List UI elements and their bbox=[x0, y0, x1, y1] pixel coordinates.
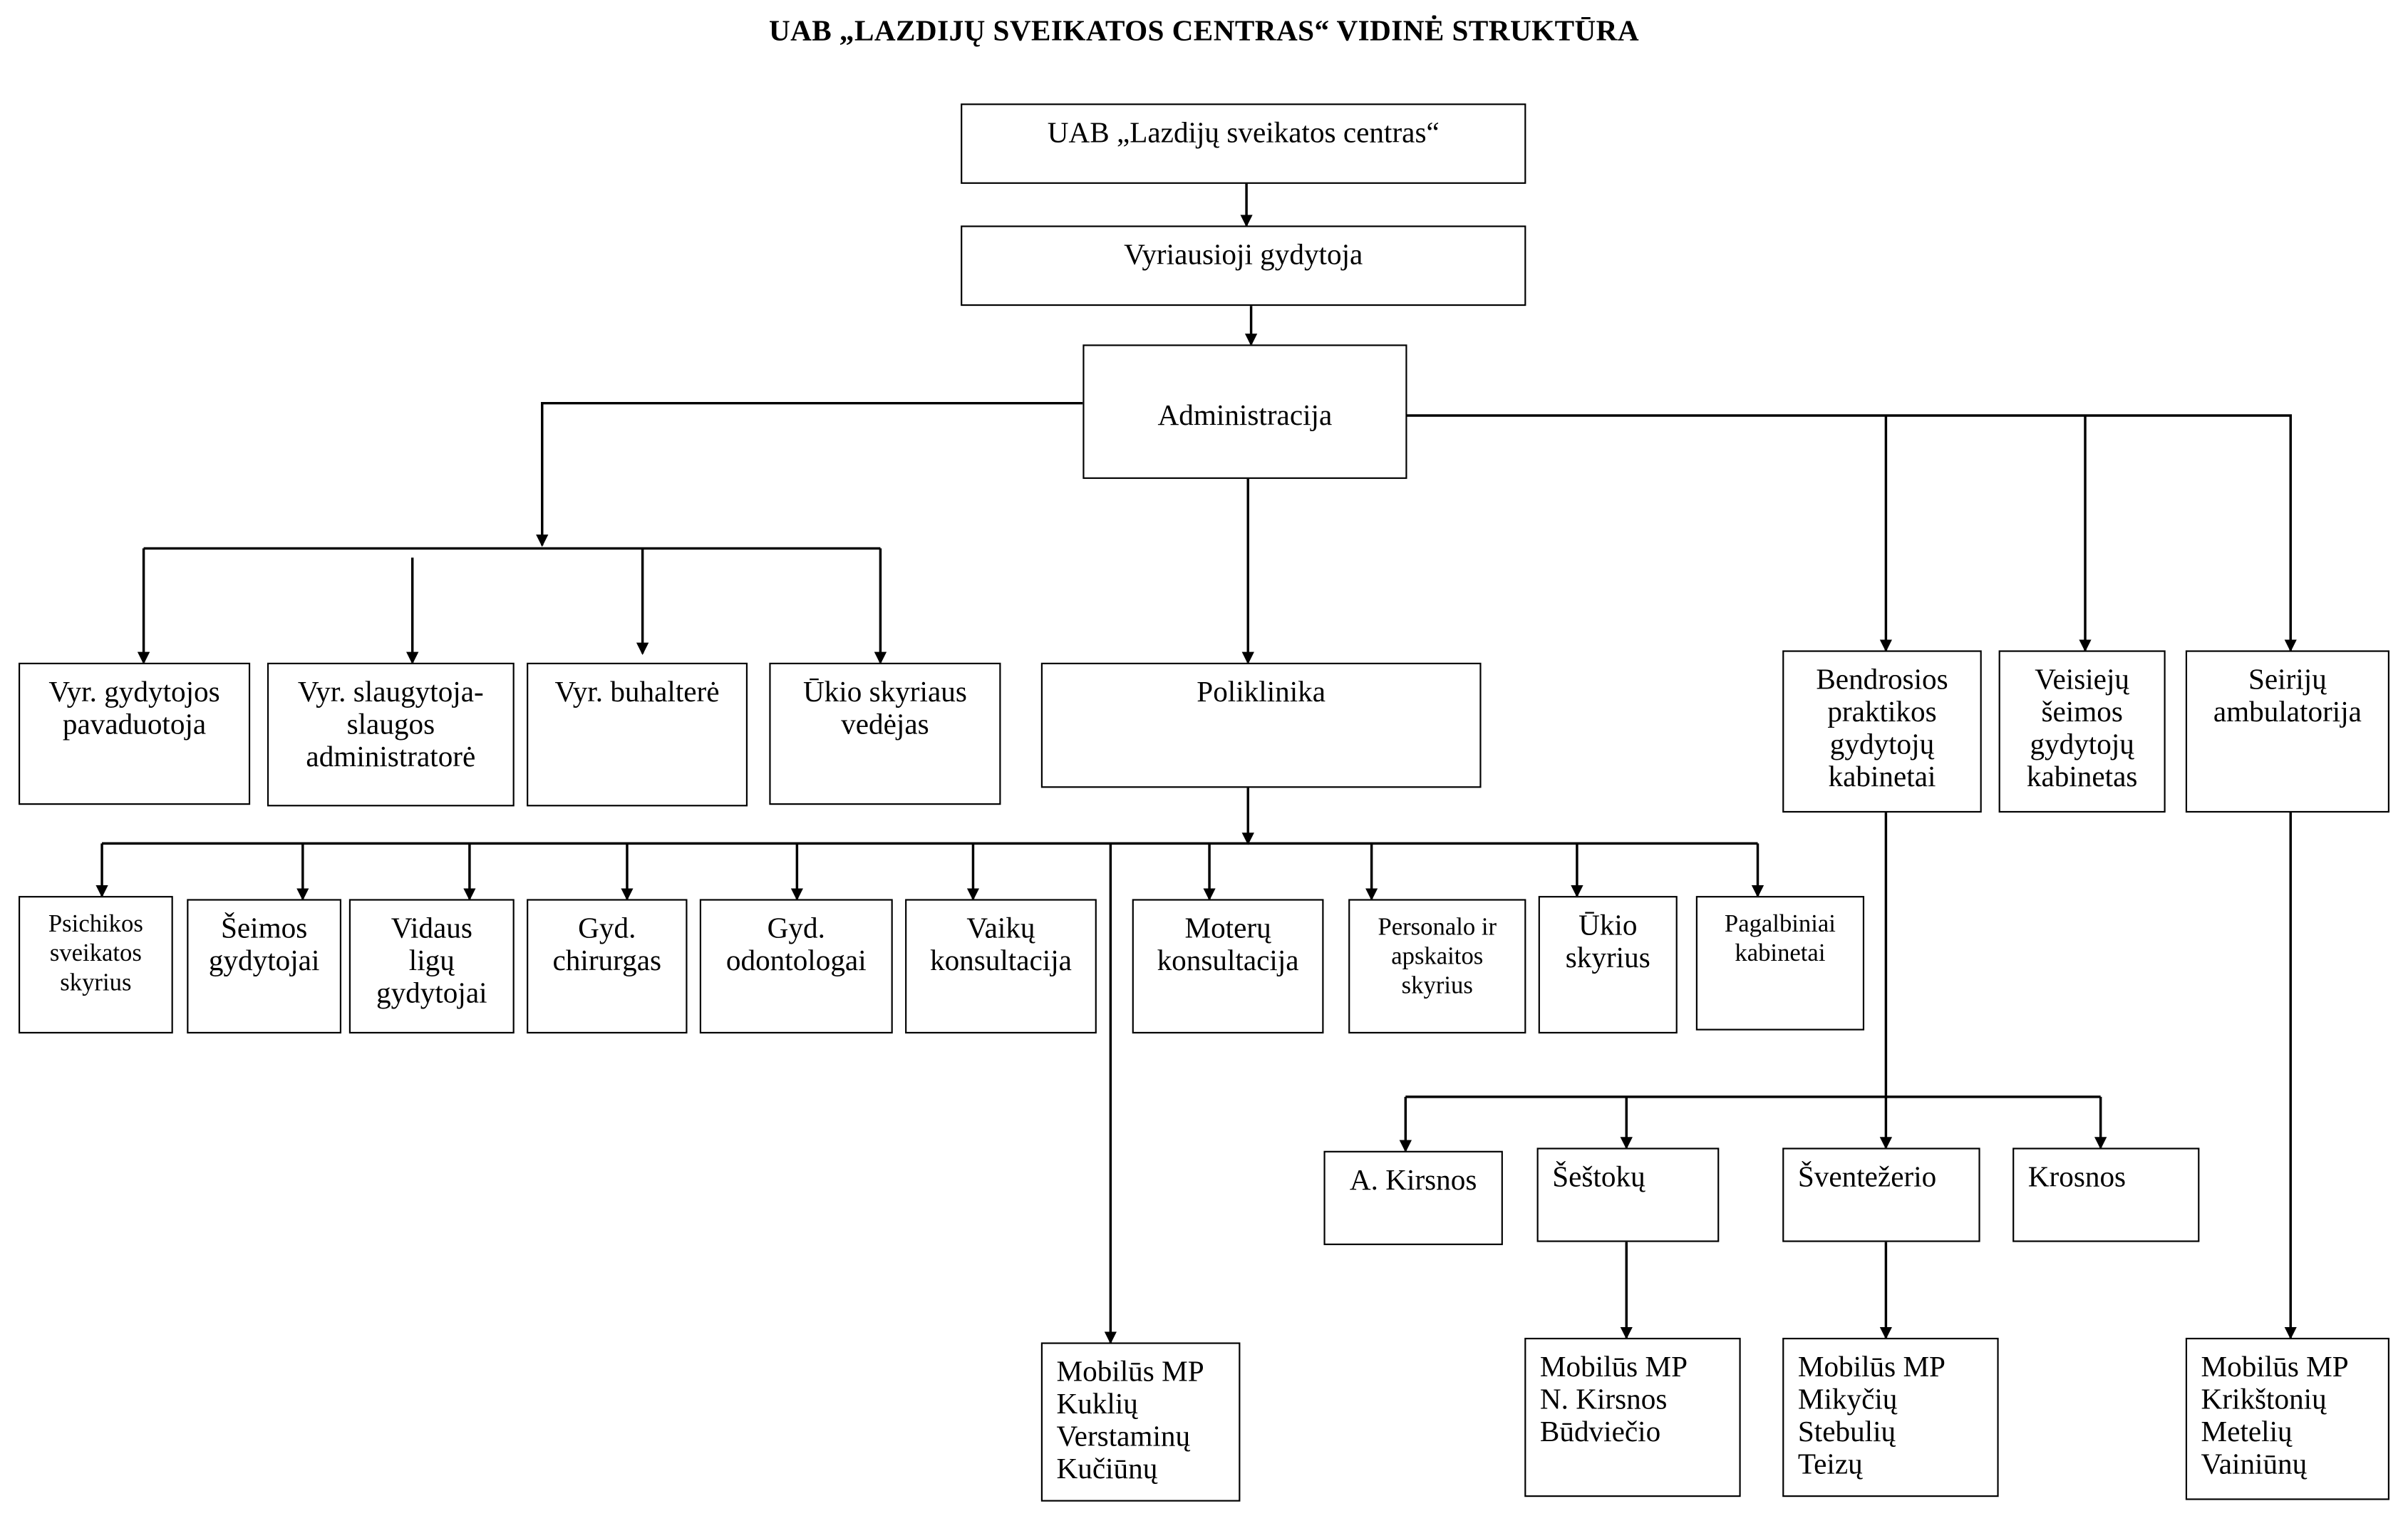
node-label-line: Vyr. buhalterė bbox=[554, 676, 720, 709]
node-label-line: Vyr. gydytojos bbox=[48, 676, 220, 709]
node-label-line: Vainiūnų bbox=[2201, 1449, 2308, 1482]
node-label-line: konsultacija bbox=[1157, 945, 1299, 978]
node-label-line: Kučiūnų bbox=[1056, 1453, 1158, 1487]
node-polyclinic: Poliklinika bbox=[1040, 662, 1482, 788]
node-label-line: A. Kirsnos bbox=[1349, 1165, 1477, 1197]
node-label-line: Veisiejų bbox=[2035, 664, 2129, 697]
node-label-line: skyrius bbox=[1565, 942, 1650, 975]
node-label-line: Gyd. bbox=[578, 912, 636, 946]
node-label-line: vedėjas bbox=[841, 708, 929, 742]
node-label-line: Kuklių bbox=[1056, 1388, 1138, 1422]
node-label-line: chirurgas bbox=[552, 945, 662, 978]
node-label-line: kabinetas bbox=[2026, 761, 2138, 795]
node-label-line: pavaduotoja bbox=[62, 708, 207, 742]
node-label-line: Bendrosios bbox=[1816, 664, 1948, 697]
node-label-line: sveikatos bbox=[49, 940, 142, 967]
node-label-line: gydytojų bbox=[1829, 729, 1935, 762]
node-label-line: skyrius bbox=[60, 970, 132, 996]
node-label-line: Verstaminų bbox=[1056, 1421, 1191, 1454]
node-label-line: kabinetai bbox=[1828, 761, 1936, 795]
node-administration: Administracija bbox=[1082, 344, 1407, 479]
node-label-line: Personalo ir bbox=[1378, 914, 1497, 941]
node-label-line: Mobilūs MP bbox=[1797, 1351, 1945, 1384]
node-label-line: N. Kirsnos bbox=[1539, 1383, 1668, 1417]
node-label-line: Vyriausioji gydytoja bbox=[1124, 239, 1363, 272]
node-label-line: Gyd. bbox=[767, 912, 825, 946]
node-label-line: apskaitos bbox=[1391, 944, 1484, 971]
node-label-line: Ūkio bbox=[1578, 909, 1638, 943]
node-label-line: Mobilūs MP bbox=[1539, 1351, 1688, 1384]
node-label-line: Šeštokų bbox=[1552, 1161, 1645, 1195]
node-sventezeris: Šventežerio bbox=[1782, 1148, 1980, 1242]
node-label-line: Ūkio skyriaus bbox=[802, 676, 967, 709]
node-label-line: Vaikų bbox=[966, 912, 1035, 946]
node-label-line: Metelių bbox=[2201, 1416, 2293, 1450]
node-label-line: Psichikos bbox=[48, 911, 143, 938]
node-label-line: Mobilūs MP bbox=[2201, 1351, 2349, 1384]
node-label-line: skyrius bbox=[1401, 973, 1473, 1000]
node-label-line: Vyr. slaugytoja- bbox=[297, 676, 484, 709]
node-label-line: Krikštonių bbox=[2201, 1383, 2327, 1417]
node-label-line: kabinetai bbox=[1735, 940, 1826, 967]
node-dentists: Gyd.odontologai bbox=[699, 899, 893, 1033]
node-label-line: Poliklinika bbox=[1197, 676, 1326, 709]
node-label-line: Krosnos bbox=[2027, 1161, 2127, 1195]
node-label-line: Būdviečio bbox=[1539, 1416, 1661, 1450]
node-root: UAB „Lazdijų sveikatos centras“ bbox=[961, 103, 1526, 184]
node-chief-doctor: Vyriausioji gydytoja bbox=[961, 225, 1526, 306]
node-label-line: Seirijų bbox=[2248, 664, 2327, 697]
node-label-line: Teizų bbox=[1797, 1449, 1863, 1482]
node-label-line: Šeimos bbox=[220, 912, 308, 946]
node-label-line: gydytojai bbox=[376, 977, 487, 1011]
node-label-line: praktikos bbox=[1827, 696, 1937, 730]
node-label-line: ligų bbox=[408, 945, 455, 978]
node-label-line: odontologai bbox=[725, 945, 867, 978]
node-label-line: Moterų bbox=[1184, 912, 1271, 946]
node-label-line: Mikyčių bbox=[1797, 1383, 1898, 1417]
node-surgeon: Gyd.chirurgas bbox=[527, 899, 688, 1033]
node-label-line: Šventežerio bbox=[1797, 1161, 1937, 1195]
node-label-line: Pagalbiniai bbox=[1724, 911, 1836, 938]
node-chief-accountant: Vyr. buhalterė bbox=[527, 662, 748, 807]
node-label-line: šeimos bbox=[2041, 696, 2123, 730]
node-label-line: konsultacija bbox=[929, 945, 1072, 978]
node-sestokai: Šeštokų bbox=[1536, 1148, 1720, 1242]
node-label-line: ambulatorija bbox=[2213, 696, 2362, 730]
node-label-line: administratorė bbox=[306, 741, 476, 774]
node-label-line: Vidaus bbox=[391, 912, 472, 946]
node-label-line: Stebulių bbox=[1797, 1416, 1896, 1450]
node-label-line: slaugos bbox=[346, 708, 435, 742]
node-label-line: Mobilūs MP bbox=[1056, 1356, 1204, 1389]
node-label-line: gydytojai bbox=[208, 945, 320, 978]
chart-title: UAB „LAZDIJŲ SVEIKATOS CENTRAS“ VIDINĖ S… bbox=[768, 15, 1640, 48]
node-label-line: Administracija bbox=[1157, 400, 1333, 433]
node-label-line: UAB „Lazdijų sveikatos centras“ bbox=[1047, 117, 1440, 150]
node-a-kirsna: A. Kirsnos bbox=[1323, 1150, 1503, 1245]
node-label-line: gydytojų bbox=[2030, 729, 2134, 762]
node-krosna: Krosnos bbox=[2012, 1148, 2200, 1242]
